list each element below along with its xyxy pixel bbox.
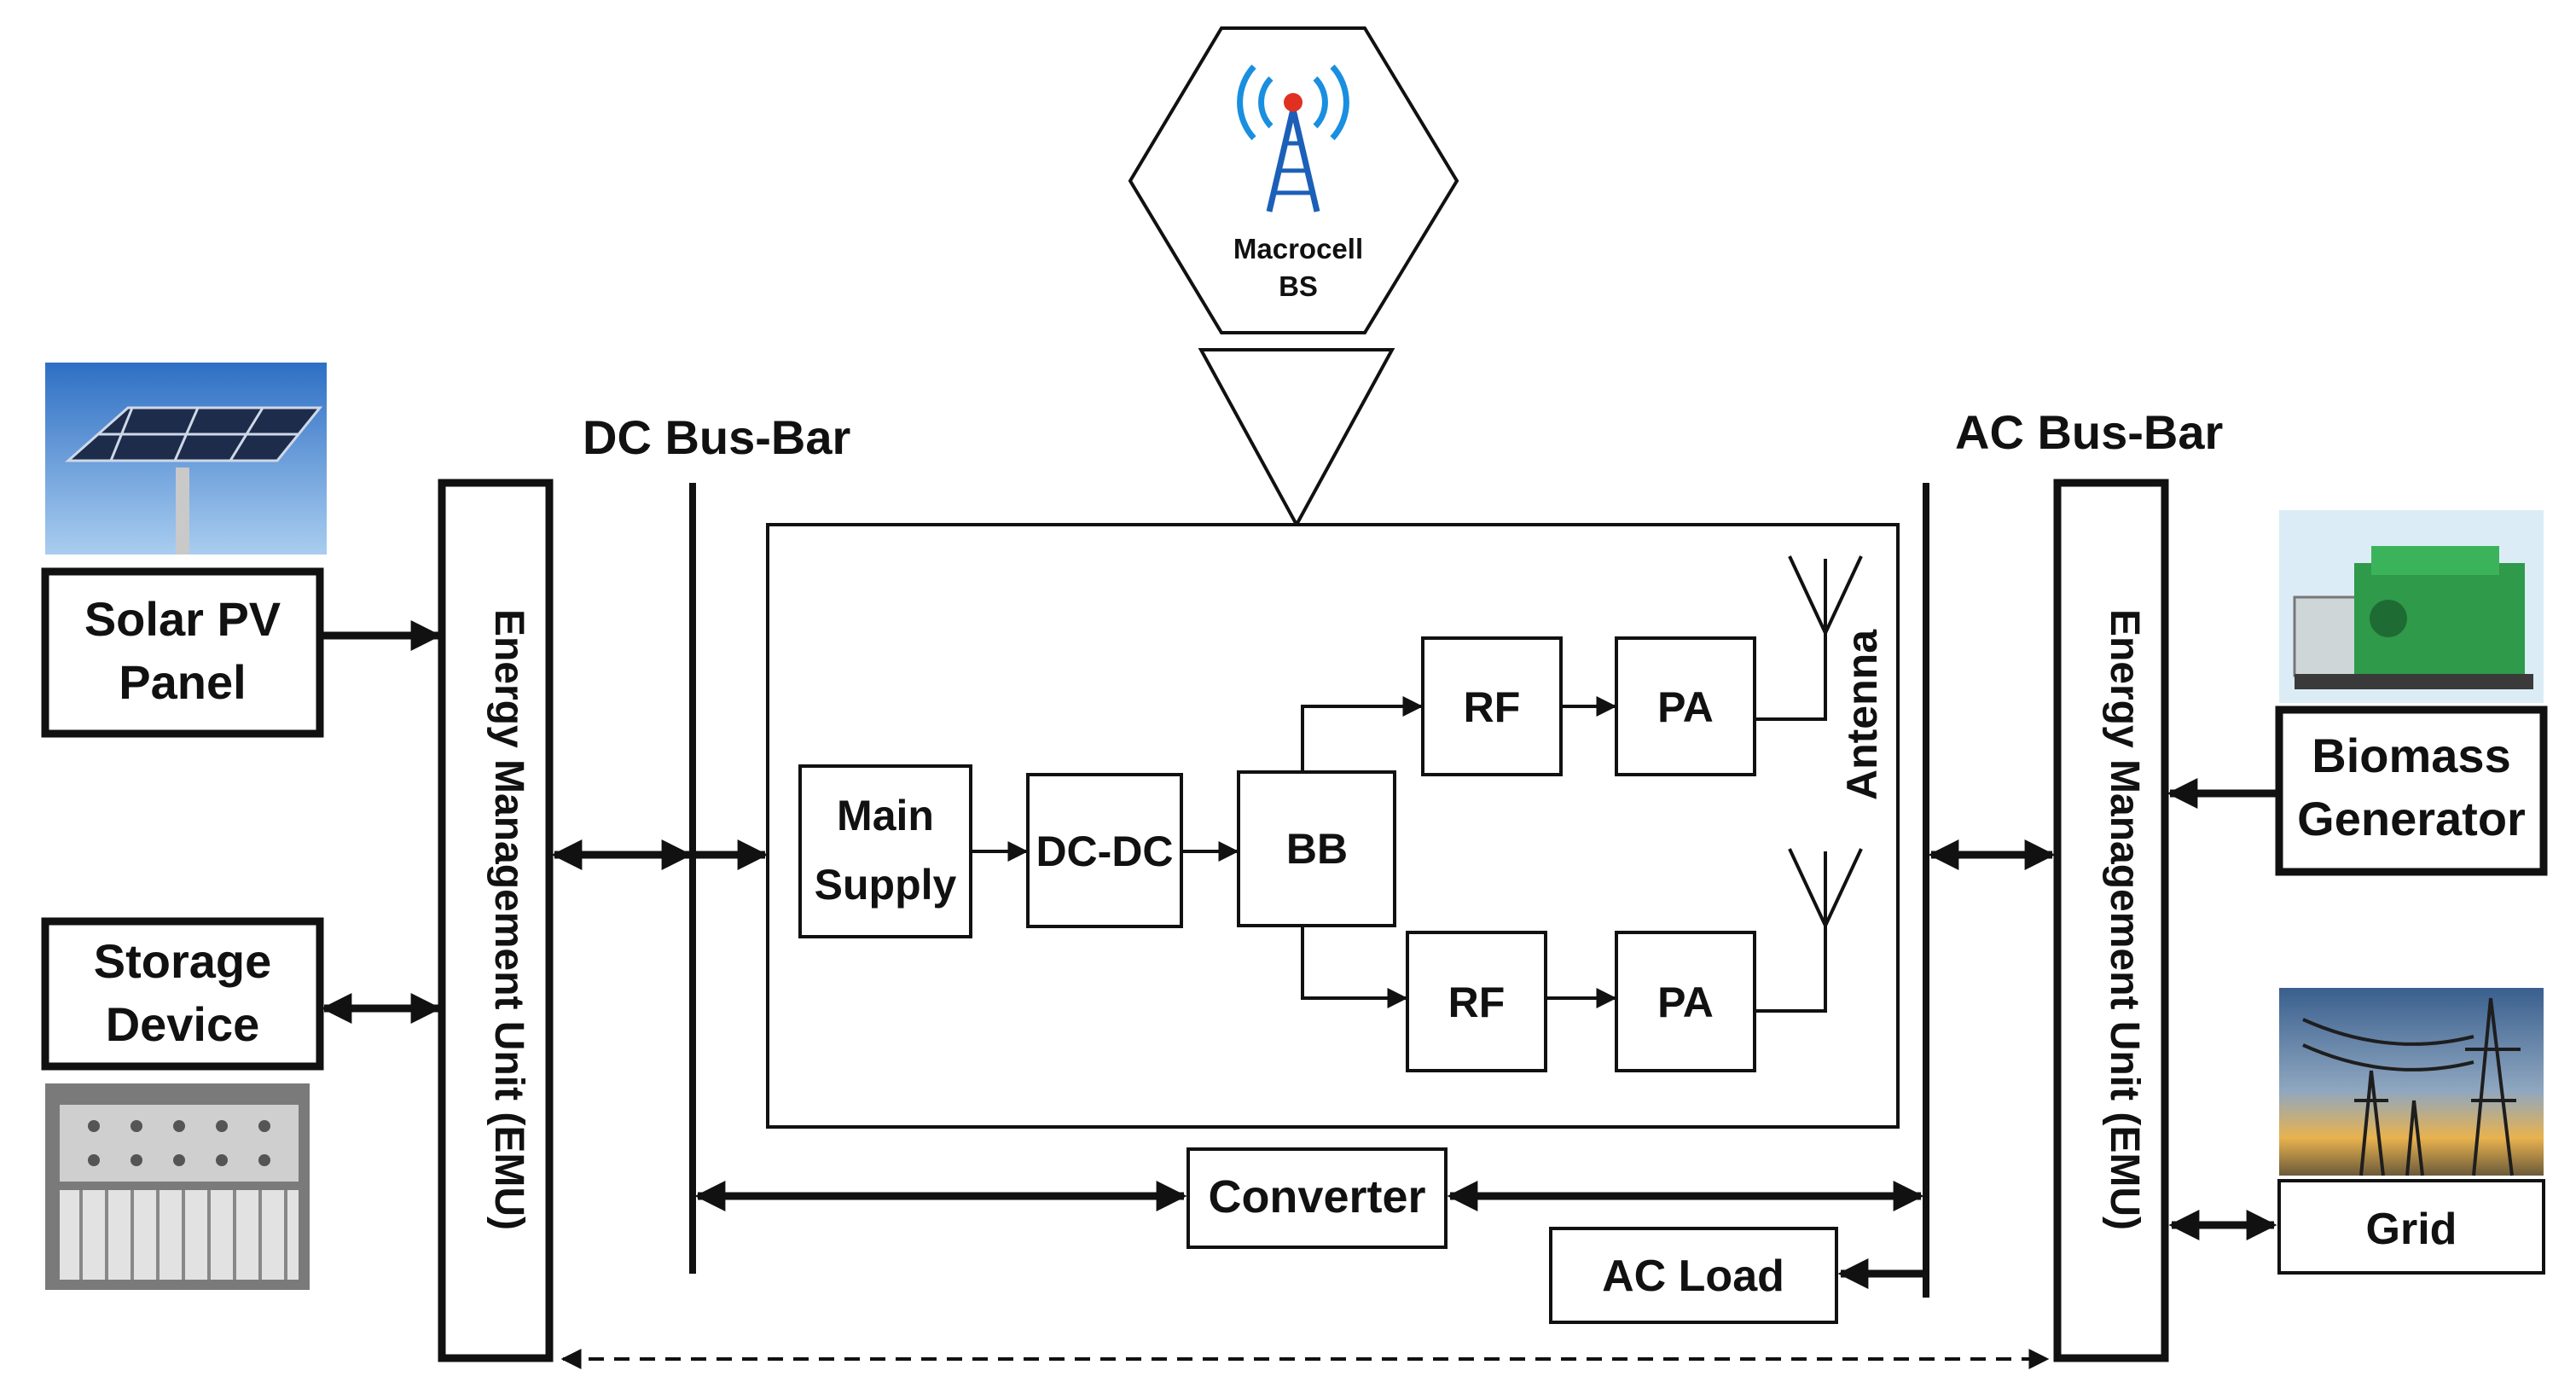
pa-box-top bbox=[1615, 636, 1756, 776]
emu-left bbox=[438, 479, 554, 1362]
grid-box bbox=[2277, 1179, 2545, 1275]
converter-box bbox=[1186, 1147, 1448, 1249]
emu-right-label: Energy Management Unit (EMU) bbox=[2102, 609, 2147, 1230]
macrocell-bs: Macrocell BS bbox=[1128, 26, 1459, 334]
antenna-beam bbox=[1198, 348, 1395, 529]
converter-label: Converter bbox=[1208, 1171, 1425, 1222]
arrow-bb-rf-bottom bbox=[1301, 926, 1408, 1008]
pa-label-top: PA bbox=[1657, 683, 1714, 731]
biomass-generator-box bbox=[2275, 706, 2548, 876]
antenna-icon bbox=[1755, 555, 1863, 1013]
bb-label: BB bbox=[1286, 825, 1348, 873]
main-supply-box bbox=[798, 764, 972, 938]
dc-bus-label: DC Bus-Bar bbox=[583, 410, 850, 464]
ac-bus-label: AC Bus-Bar bbox=[1955, 405, 2223, 459]
rf-box-top bbox=[1421, 636, 1563, 776]
storage-device-box bbox=[41, 917, 324, 1071]
cell-tower-icon bbox=[1237, 64, 1349, 212]
macrocell-label-line1: Macrocell bbox=[1233, 233, 1363, 264]
biomass-label-line1: Biomass bbox=[2312, 729, 2510, 782]
battery-bank-icon bbox=[45, 1083, 310, 1290]
bb-box bbox=[1237, 770, 1396, 927]
pa-box-bottom bbox=[1615, 931, 1756, 1072]
emu-left-label: Energy Management Unit (EMU) bbox=[486, 609, 531, 1230]
emu-right bbox=[2053, 479, 2169, 1362]
rf-label-top: RF bbox=[1464, 683, 1521, 731]
solar-pv-label-line1: Solar PV bbox=[84, 592, 281, 646]
dcdc-label: DC-DC bbox=[1036, 828, 1173, 875]
biomass-label-line2: Generator bbox=[2297, 792, 2526, 845]
ac-load-box bbox=[1549, 1227, 1838, 1324]
rf-box-bottom bbox=[1406, 931, 1547, 1072]
storage-label-line2: Device bbox=[106, 997, 260, 1051]
solar-pv-label-line2: Panel bbox=[119, 655, 246, 709]
power-pylon-icon bbox=[2279, 988, 2544, 1176]
pa-label-bottom: PA bbox=[1657, 979, 1714, 1026]
solar-panel-icon bbox=[45, 363, 327, 555]
macrocell-label-line2: BS bbox=[1279, 270, 1318, 302]
antenna-label: Antenna bbox=[1838, 629, 1886, 800]
main-supply-label-line1: Main bbox=[837, 792, 934, 839]
arrow-bb-rf-top bbox=[1301, 696, 1424, 772]
main-supply-label-line2: Supply bbox=[815, 861, 957, 909]
storage-label-line1: Storage bbox=[94, 934, 272, 988]
grid-label: Grid bbox=[2366, 1205, 2457, 1254]
rf-label-bottom: RF bbox=[1448, 979, 1506, 1026]
solar-pv-box bbox=[41, 567, 324, 738]
ac-load-label: AC Load bbox=[1602, 1252, 1784, 1301]
biomass-generator-icon bbox=[2279, 510, 2544, 703]
